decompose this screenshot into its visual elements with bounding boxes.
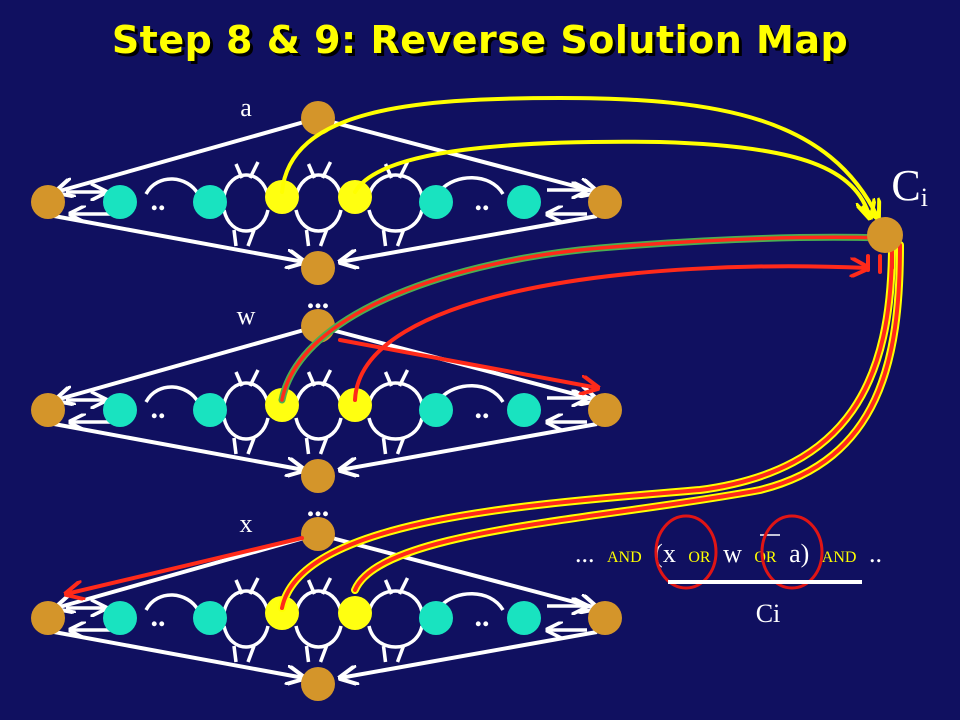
chain-node <box>419 601 453 635</box>
gadget-bottom-node <box>301 459 335 493</box>
clause-link-node <box>338 596 372 630</box>
clause-link-node <box>265 388 299 422</box>
chain-node <box>193 601 227 635</box>
gadget-top-node <box>301 517 335 551</box>
path-x-out <box>280 243 894 610</box>
chain-node <box>419 393 453 427</box>
chain-node <box>103 185 137 219</box>
clause-node-group: Ci <box>891 161 928 212</box>
chain-node <box>103 393 137 427</box>
svg-text:... AND (x: ... AND (x OR w OR a) AND .. <box>575 539 882 568</box>
clause-link-node <box>265 180 299 214</box>
gadget-right-node <box>588 601 622 635</box>
gadget-variable-label: x <box>240 509 253 538</box>
chain-node <box>419 185 453 219</box>
path-w-out <box>280 235 882 402</box>
gadget-bottom-node <box>301 251 335 285</box>
clause-label: Ci <box>891 161 928 212</box>
gadget-bottom-node <box>301 667 335 701</box>
clause-link-node <box>338 180 372 214</box>
circle-a <box>760 514 824 590</box>
x-false-arrow <box>66 536 304 594</box>
path-a-out <box>280 95 878 218</box>
ellipsis-right: .. <box>475 392 490 425</box>
path-x-in <box>353 243 902 592</box>
chain-node <box>507 393 541 427</box>
solution-paths <box>66 95 904 612</box>
ellipsis-right: .. <box>475 184 490 217</box>
gadget-a: a....... <box>31 93 622 315</box>
slide-title: Step 8 & 9: Reverse Solution Map <box>111 18 849 62</box>
gadget-variable-label: w <box>237 301 256 330</box>
gadget-top-node <box>301 101 335 135</box>
gadget-left-node <box>31 393 65 427</box>
clause-node <box>867 217 903 253</box>
ellipsis-between: ... <box>307 282 330 315</box>
chain-node <box>193 393 227 427</box>
gadget-left-node <box>31 185 65 219</box>
clause-link-node <box>265 596 299 630</box>
ellipsis-right: .. <box>475 600 490 633</box>
chain-node <box>507 601 541 635</box>
ellipsis-left: .. <box>151 392 166 425</box>
path-w-out-green <box>278 233 884 404</box>
clause-formula: ... AND (x OR w OR a) AND .. Ci <box>575 514 882 628</box>
ellipsis-left: .. <box>151 184 166 217</box>
gadget-variable-label: a <box>240 93 252 122</box>
w-true-arrow <box>338 338 598 388</box>
gadget-right-node <box>588 393 622 427</box>
chain-node <box>103 601 137 635</box>
gadget-w: w....... <box>31 301 622 523</box>
path-w-in <box>353 266 868 402</box>
gadget-left-node <box>31 601 65 635</box>
chain-node <box>193 185 227 219</box>
clause-link-node <box>338 388 372 422</box>
gadget-x: x.... <box>31 509 622 701</box>
clause-underline-label: Ci <box>756 599 781 628</box>
circle-x <box>654 514 718 590</box>
clause-arrowheads <box>866 253 894 274</box>
gadget-right-node <box>588 185 622 219</box>
chain-node <box>507 185 541 219</box>
path-a-in <box>353 139 870 218</box>
ellipsis-between: ... <box>307 490 330 523</box>
ellipsis-left: .. <box>151 600 166 633</box>
